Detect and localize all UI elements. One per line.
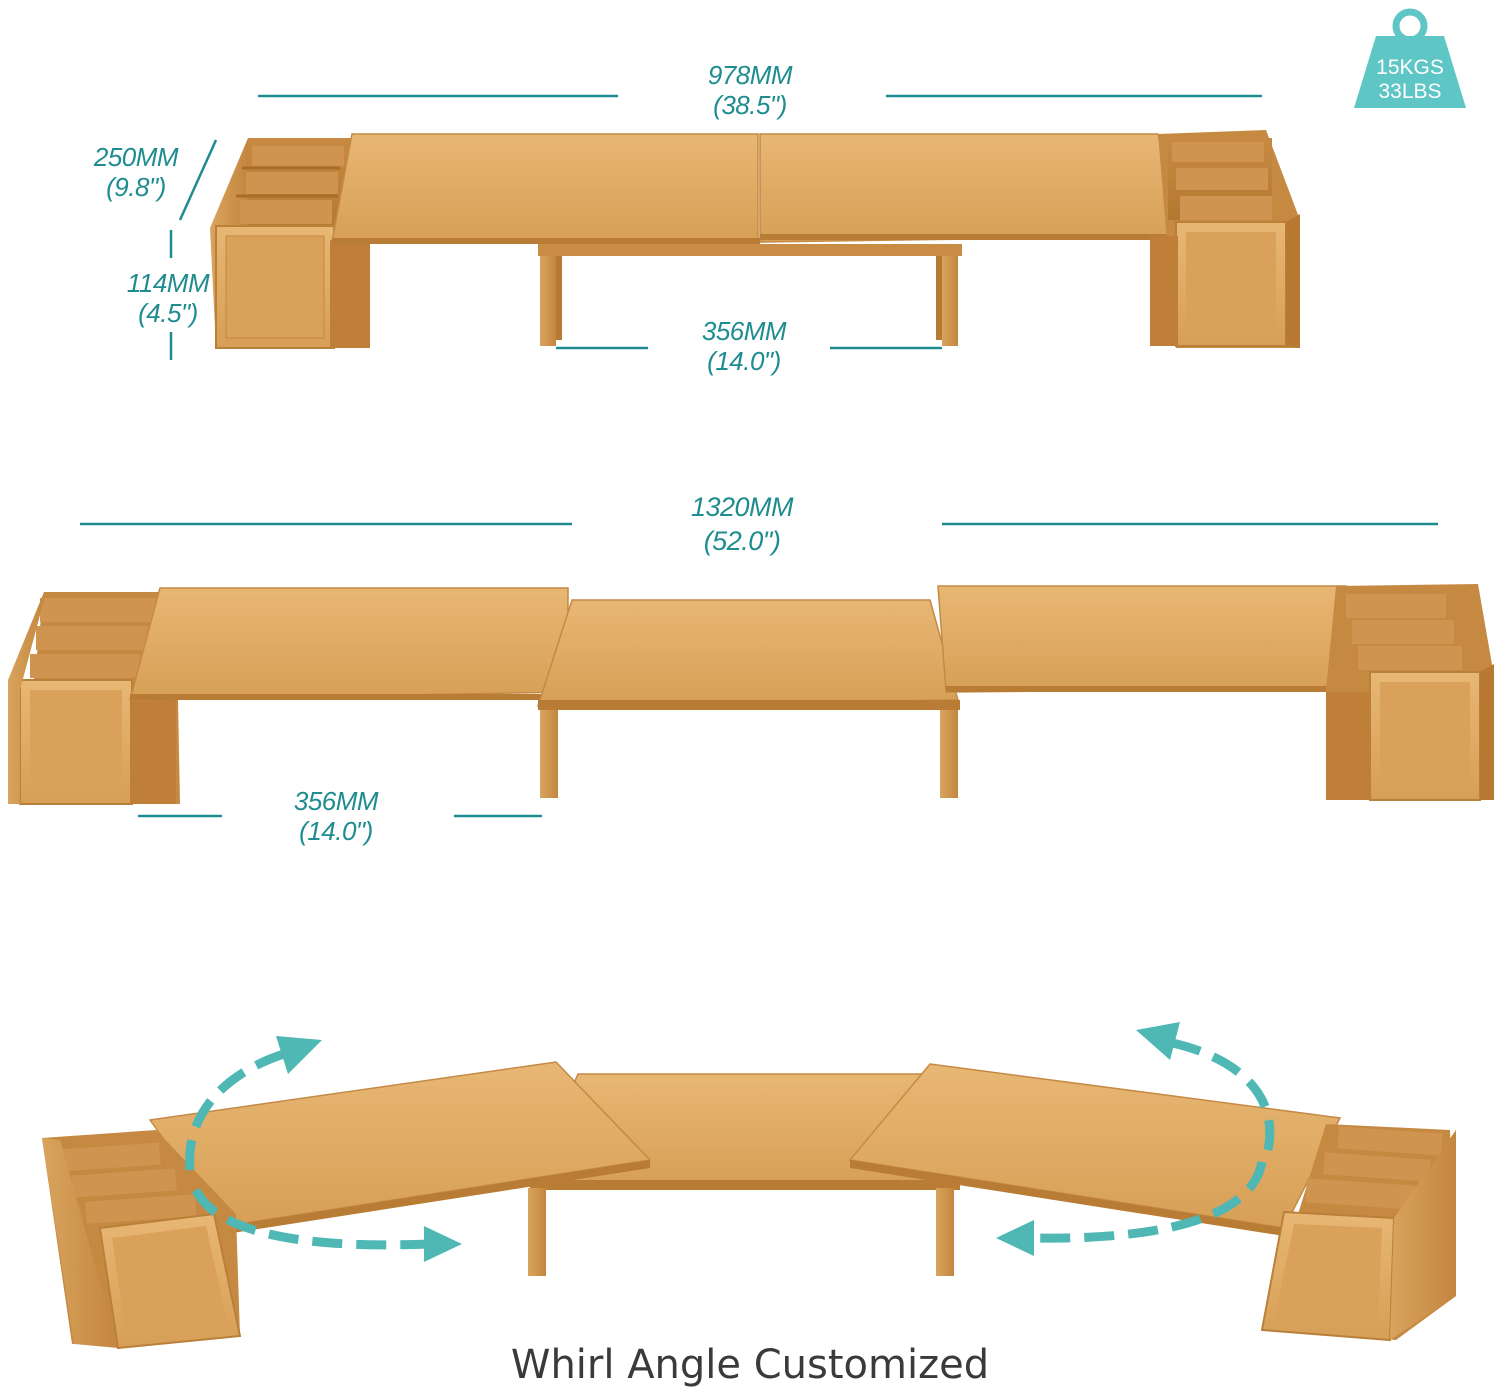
left-organizer [210, 138, 370, 349]
leg-left [540, 256, 556, 346]
top-leg-span-mm: 356MM [701, 316, 787, 346]
weight-kg: 15KGS [1376, 56, 1444, 79]
ext-board-left [129, 587, 569, 701]
angled-right-organizer [1260, 1124, 1456, 1342]
middle-leg-span-in: (14.0") [299, 816, 373, 846]
angled-leg-right [936, 1188, 954, 1276]
stand-angled [42, 1022, 1456, 1350]
ext-leg-right [940, 710, 958, 798]
stand-compact [169, 94, 1300, 360]
middle-leg-span-mm: 356MM [293, 786, 379, 816]
ext-left-organizer [8, 592, 180, 805]
ext-board-right [937, 585, 1371, 693]
depth-mm: 250MM [93, 142, 179, 172]
top-width-mm: 978MM [707, 60, 793, 90]
middle-leg-span-label: 356MM (14.0") [276, 786, 396, 846]
top-board-right [759, 133, 1181, 243]
height-label: 114MM (4.5") [112, 268, 224, 328]
leg-right [942, 256, 958, 346]
top-board-left [331, 133, 759, 243]
weight-badge: 15KGS 33LBS [1358, 56, 1462, 104]
right-organizer [1150, 130, 1300, 348]
weight-lbs: 33LBS [1378, 80, 1442, 103]
caption: Whirl Angle Customized [510, 1342, 990, 1388]
depth-line [178, 139, 218, 221]
ext-right-organizer [1326, 584, 1494, 801]
depth-in: (9.8") [106, 172, 166, 202]
angled-leg-left [528, 1188, 546, 1276]
rotate-arrow-right-upper [1167, 1037, 1275, 1151]
depth-label: 250MM (9.8") [80, 142, 192, 202]
height-in: (4.5") [138, 298, 198, 328]
top-width-label: 978MM (38.5") [690, 60, 810, 120]
top-leg-span-in: (14.0") [707, 346, 781, 376]
arrowhead-left-upper [276, 1036, 322, 1074]
arrowhead-right-upper [1136, 1022, 1180, 1060]
rotate-arrow-left-lower [191, 1187, 431, 1250]
rotate-arrow-left-upper [185, 1047, 292, 1171]
weight-icon [1354, 8, 1466, 108]
ext-board-middle [536, 599, 959, 707]
arrowhead-left-lower [424, 1226, 462, 1262]
arrowhead-right-lower [996, 1220, 1034, 1256]
stand-extended [8, 522, 1494, 818]
top-width-in: (38.5") [713, 90, 787, 120]
extended-width-label: 1320MM (52.0") [670, 490, 814, 558]
top-leg-span-label: 356MM (14.0") [684, 316, 804, 376]
rotate-arrow-right-lower [1029, 1160, 1267, 1243]
extended-width-mm: 1320MM [690, 492, 794, 522]
angled-left-organizer [42, 1130, 242, 1350]
extended-width-in: (52.0") [703, 526, 781, 556]
height-mm: 114MM [126, 268, 210, 298]
ext-leg-left [540, 710, 558, 798]
